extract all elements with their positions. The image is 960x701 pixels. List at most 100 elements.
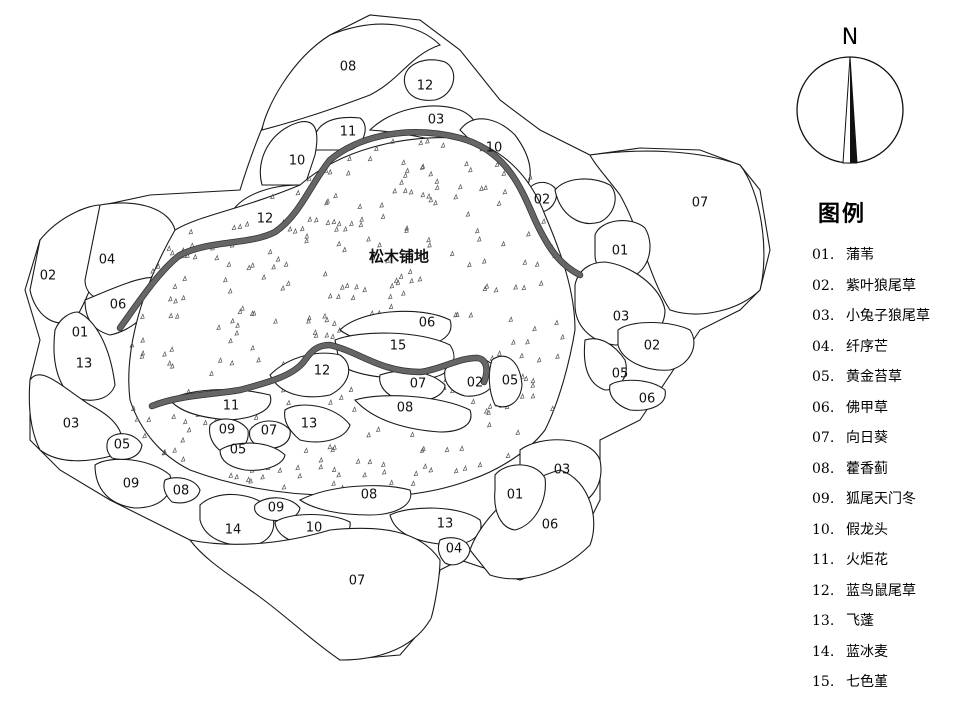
bed-label: 15 — [390, 339, 407, 354]
legend-item: 02.紫叶狼尾草 — [812, 271, 960, 302]
bed-label: 10 — [306, 521, 323, 536]
bed-mid-east — [554, 178, 616, 224]
garden-path-north-fill — [117, 129, 583, 331]
bed-08-in — [354, 395, 472, 433]
legend-item-name: 小兔子狼尾草 — [846, 308, 930, 324]
legend-item-number: 10. — [812, 521, 835, 538]
bed-label: 09 — [268, 501, 285, 516]
legend-item-number: 04. — [812, 338, 835, 355]
bed-label: 05 — [502, 374, 519, 389]
north-arrow-icon: N — [796, 25, 904, 164]
bed-08-s — [298, 485, 412, 516]
legend-item: 05.黄金苔草 — [812, 362, 960, 393]
legend-item-number: 14. — [812, 643, 835, 660]
bed-02-east — [617, 322, 695, 371]
bed-label: 02 — [467, 376, 484, 391]
bed-label: 08 — [340, 60, 357, 75]
bed-05-in2 — [219, 442, 286, 471]
legend-item: 07. 向日葵 — [812, 423, 960, 454]
bed-label: 01 — [612, 244, 629, 259]
bed-05-in — [488, 355, 523, 408]
bed-label: 01 — [507, 488, 524, 503]
bed-label: 05 — [230, 443, 247, 458]
legend-item-name: 向日葵 — [846, 430, 888, 446]
legend-item-name: 火炬花 — [846, 552, 888, 568]
bed-07-east — [589, 150, 765, 315]
bed-01-se — [494, 464, 546, 531]
legend-item: 03. 小兔子狼尾草 — [812, 301, 960, 332]
bed-label: 11 — [223, 399, 240, 414]
bed-10-left — [259, 121, 318, 186]
bed-04-s — [437, 537, 471, 566]
legend-item-name: 黄金苔草 — [846, 369, 902, 385]
legend-item: 13. 飞蓬 — [812, 606, 960, 637]
legend-item-name: 飞蓬 — [846, 613, 874, 629]
bed-label: 07 — [349, 574, 366, 589]
bed-12-in — [269, 352, 350, 398]
legend-item-number: 08. — [812, 460, 835, 477]
legend-item: 11. 火炬花 — [812, 545, 960, 576]
bed-label: 05 — [114, 438, 131, 453]
bed-label: 07 — [410, 377, 427, 392]
legend-item: 01.蒲苇 — [812, 240, 960, 271]
bed-label: 03 — [63, 417, 80, 432]
bed-label: 09 — [123, 477, 140, 492]
legend-item: 06. 佛甲草 — [812, 393, 960, 424]
bed-label: 06 — [110, 298, 127, 313]
legend-item-name: 狐尾天门冬 — [846, 491, 916, 507]
bed-07-s — [188, 527, 441, 661]
bed-label: 13 — [76, 357, 93, 372]
bed-label: 03 — [554, 463, 571, 478]
bed-label: 03 — [613, 310, 630, 325]
bed-08-top — [261, 23, 442, 131]
legend-item-number: 03. — [812, 308, 835, 324]
legend-item: 10. 假龙头 — [812, 515, 960, 546]
legend-item-name: 纤序芒 — [846, 338, 888, 355]
bed-label: 13 — [437, 517, 454, 532]
bed-label: 06 — [542, 518, 559, 533]
legend-item-name: 七色堇 — [846, 674, 888, 690]
bed-label: 14 — [225, 523, 242, 538]
legend-item-name: 蓝鸟鼠尾草 — [846, 582, 916, 599]
bed-label: 12 — [417, 79, 434, 94]
bed-label: 11 — [340, 125, 357, 140]
bed-label: 12 — [257, 212, 274, 227]
bed-label: 01 — [72, 326, 89, 341]
legend-item-number: 11. — [812, 552, 835, 568]
bed-13-west — [53, 311, 116, 401]
legend-item: 04. 纤序芒 — [812, 332, 960, 363]
legend-item-name: 佛甲草 — [846, 399, 888, 416]
legend-item: 12. 蓝鸟鼠尾草 — [812, 576, 960, 607]
legend-title: 图例 — [818, 202, 867, 227]
bed-label: 04 — [99, 253, 116, 268]
bed-label: 06 — [639, 392, 656, 407]
legend-item: 09.狐尾天门冬 — [812, 484, 960, 515]
legend-item-number: 12. — [812, 582, 835, 599]
bed-label: 10 — [289, 154, 306, 169]
legend-item-number: 15. — [812, 674, 835, 690]
bed-06-east — [609, 379, 666, 411]
central-pine-area — [128, 137, 576, 498]
bed-label: 04 — [446, 542, 463, 557]
legend-item-number: 02. — [812, 277, 835, 294]
bed-13-in — [284, 404, 351, 443]
legend-item-name: 假龙头 — [846, 521, 888, 538]
bed-label: 02 — [534, 193, 551, 208]
bed-07-in2 — [248, 420, 291, 449]
bed-label: 06 — [419, 316, 436, 331]
legend-item-number: 13. — [812, 613, 835, 629]
legend-item-number: 06. — [812, 399, 835, 416]
bed-label: 07 — [261, 424, 278, 439]
legend-item-name: 藿香蓟 — [846, 460, 888, 477]
bed-label: 02 — [40, 269, 57, 284]
bed-label: 05 — [612, 367, 629, 382]
legend-item: 15. 七色堇 — [812, 667, 960, 698]
legend-item-name: 蓝冰麦 — [846, 643, 888, 660]
legend-item-number: 01. — [812, 247, 835, 263]
garden-path-south-fill — [149, 342, 489, 409]
legend-item-number: 07. — [812, 430, 835, 446]
bed-05-sw — [106, 433, 143, 461]
